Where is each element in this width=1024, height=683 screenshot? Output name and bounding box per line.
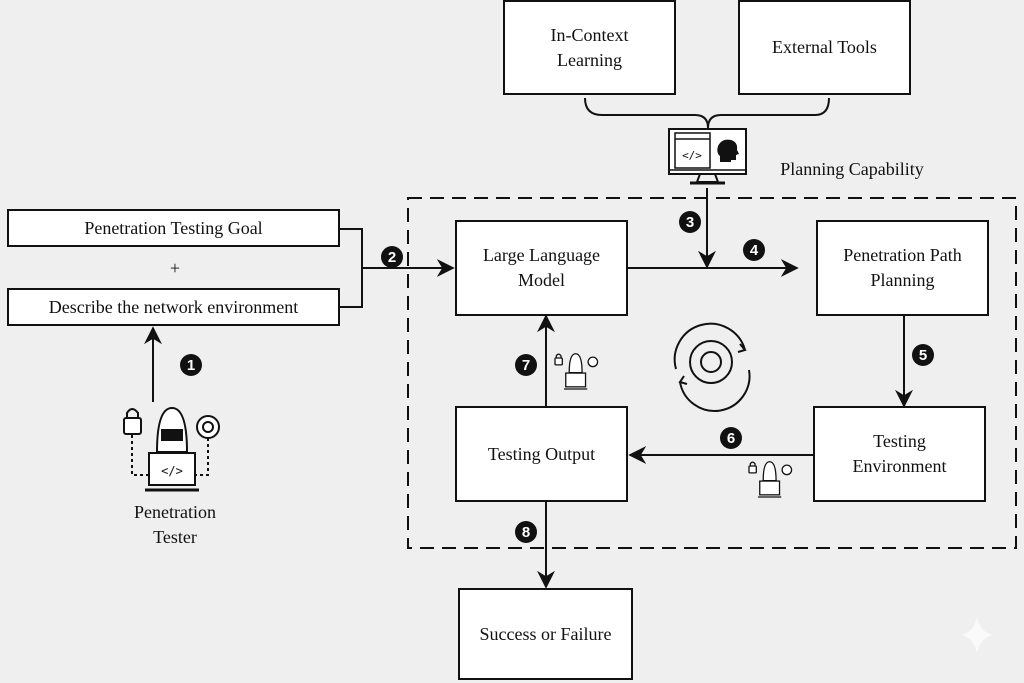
input-bracket (340, 228, 363, 308)
external-tools-box: External Tools (738, 0, 911, 95)
step-badge-5: 5 (912, 344, 934, 366)
path-planning-box: Penetration Path Planning (816, 220, 989, 316)
computer-brain-icon: </> (668, 128, 747, 185)
brace (584, 97, 830, 129)
plus-sign: + (169, 258, 181, 278)
planning-capability-label: Planning Capability (780, 159, 924, 179)
planning-region (407, 197, 1017, 549)
svg-text:</>: </> (161, 464, 183, 478)
testing-output-box: Testing Output (455, 406, 628, 502)
step-badge-4: 4 (743, 239, 765, 261)
step-badge-1: 1 (180, 354, 202, 376)
cycle-gear-icon (673, 322, 751, 412)
goal-box: Penetration Testing Goal (7, 209, 340, 247)
network-box: Describe the network environment (7, 288, 340, 326)
testing-environment-box: Testing Environment (813, 406, 986, 502)
sparkle-icon (961, 617, 993, 653)
svg-text:</>: </> (682, 149, 702, 162)
penetration-tester-label: Penetration Tester (134, 502, 216, 547)
llm-box: Large Language Model (455, 220, 628, 316)
step-badge-6: 6 (720, 427, 742, 449)
tester-icon: </> (123, 406, 220, 492)
step-badge-8: 8 (515, 521, 537, 543)
in-context-learning-box: In-Context Learning (503, 0, 676, 95)
step-badge-2: 2 (381, 246, 403, 268)
result-box: Success or Failure (458, 588, 633, 680)
tester-icon-small (748, 461, 793, 498)
step-badge-3: 3 (679, 211, 701, 233)
step-badge-7: 7 (515, 354, 537, 376)
tester-icon-small (554, 353, 599, 390)
